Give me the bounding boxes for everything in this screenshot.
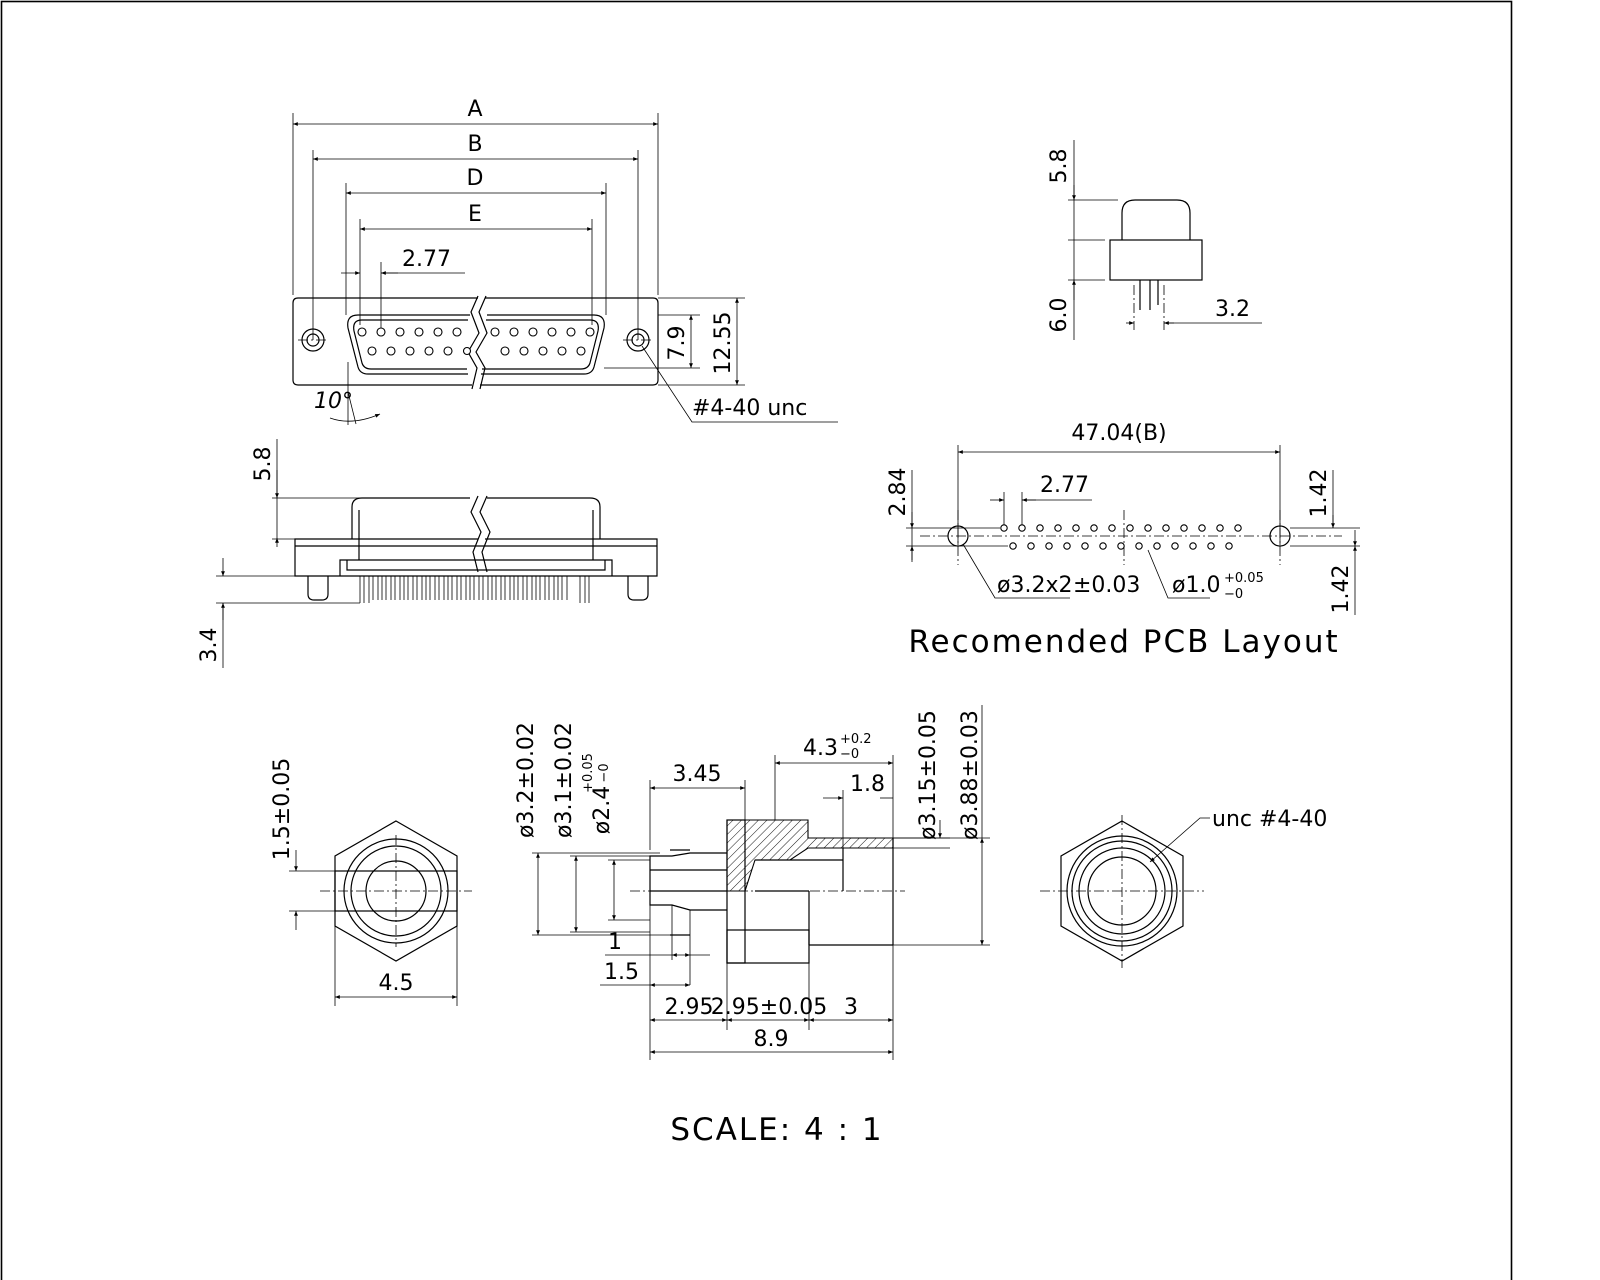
screw-l43-tol-plus: +0.2 [840,732,872,747]
screw-l1-label: 1 [608,930,622,955]
pcb-row-top-label: 2.84 [886,468,911,517]
hex-nut-right: unc #4-40 [1040,807,1327,968]
pcb-holes [1000,524,1242,550]
screw-section: ø3.2±0.02 ø3.1±0.02 ø2.4 +0.05 −0 3.45 4… [514,705,990,1060]
dim-b-label: B [467,132,482,157]
pcb-pin-tol-minus: −0 [1224,587,1243,602]
solder-tails [359,576,590,603]
pcb-pin-hole-label: ø1.0 [1172,573,1220,598]
front-view: A B D E 2.77 [292,97,838,425]
screw-l89-label: 8.9 [754,1027,789,1052]
screw-d3-label: ø2.4 [590,786,615,834]
dim-d-label: D [467,166,484,191]
pcb-right-bottom-label: 1.42 [1329,565,1354,614]
screw-d388-label: ø3.88±0.03 [958,710,983,840]
pcb-mount-tol-label: ±0.03 [1073,573,1140,598]
dim-e-label: E [468,202,482,227]
screw-l15-label: 1.5 [604,960,639,985]
screw-d2-label: ø3.1±0.02 [552,722,577,838]
side-height-label: 5.8 [251,447,276,482]
side-view: 5.8 [197,439,658,668]
screw-l3-label: 3 [844,995,858,1020]
dim-h2-label: 12.55 [711,312,736,375]
screw-l43-label: 4.3 [803,736,838,761]
pcb-mount-hole-label: ø3.2x2 [997,573,1072,598]
screw-d1-label: ø3.2±0.02 [514,722,539,838]
end-view: 5.8 6.0 3.2 [1047,140,1262,340]
sheet-border [0,0,1513,1280]
pcb-right-top-label: 1.42 [1307,469,1332,518]
pcb-layout: 47.04(B) 2.77 [886,421,1360,660]
dim-a-label: A [467,97,482,122]
dim-h1-label: 7.9 [665,326,690,361]
pcb-b-dim: 47.04(B) [1071,421,1166,446]
dim-pitch-label: 2.77 [402,247,451,272]
front-pins [357,327,595,356]
end-pin-dist-label: 3.2 [1215,297,1250,322]
hex-right-callout: unc #4-40 [1212,807,1327,832]
pcb-pitch-label: 2.77 [1040,473,1089,498]
end-bottom-label: 6.0 [1047,298,1072,333]
screw-d315-label: ø3.15±0.05 [916,710,941,840]
screw-l43-tol-minus: −0 [840,747,859,762]
hex-left-width-label: 4.5 [379,971,414,996]
end-top-label: 5.8 [1047,149,1072,184]
scale-label: SCALE: 4 : 1 [670,1112,883,1148]
thread-callout: #4-40 unc [692,396,807,421]
screw-l345-label: 3.45 [673,762,722,787]
pcb-caption: Recomended PCB Layout [908,624,1339,660]
screw-l295a-label: 2.95 [665,995,714,1020]
hex-nut-left: 1.5±0.05 4.5 [270,758,472,1006]
screw-d3-tol-minus: −0 [597,763,612,782]
hex-left-thick-label: 1.5±0.05 [270,758,295,860]
screw-d3-tol-plus: +0.05 [581,753,596,793]
screw-l295b-label: 2.95±0.05 [711,995,827,1020]
screw-l18-label: 1.8 [850,772,885,797]
dim-angle-label: 10° [314,389,353,414]
side-pin-length-label: 3.4 [197,628,222,663]
pcb-pin-tol-plus: +0.05 [1224,571,1264,586]
